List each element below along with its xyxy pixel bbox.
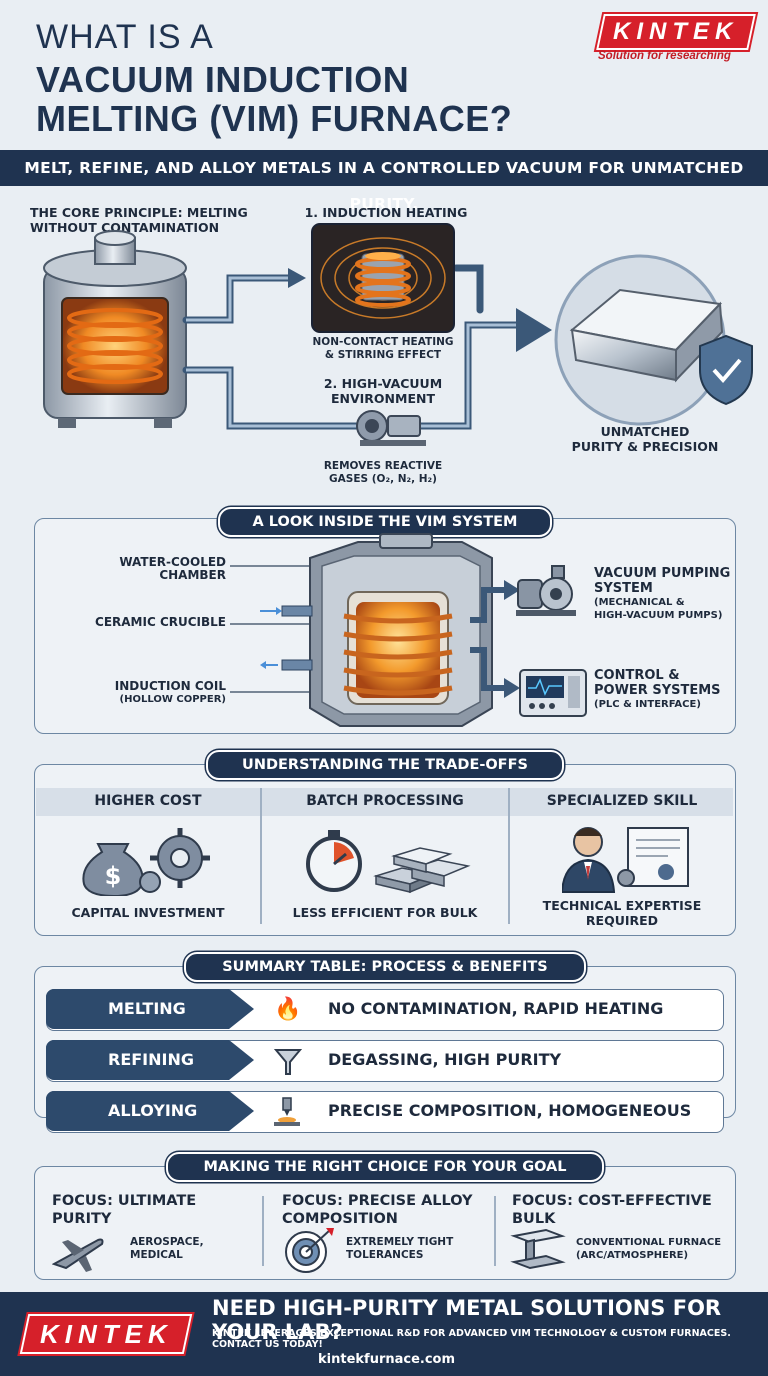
funnel-icon (274, 1049, 302, 1075)
choice-head-purity: FOCUS: ULTIMATE PURITY (52, 1193, 197, 1227)
divider (494, 1196, 496, 1266)
divider (262, 1196, 264, 1266)
benefit-alloying: PRECISE COMPOSITION, HOMOGENEOUS (328, 1101, 692, 1120)
result-label: UNMATCHED PURITY & PRECISION (571, 424, 719, 454)
water-chamber-label: WATER-COOLED CHAMBER (119, 555, 226, 582)
vacuum-pump-icon (356, 410, 426, 446)
choice-sub-alloy: EXTREMELY TIGHT TOLERANCES (346, 1236, 454, 1261)
flame-icon: 🔥 (274, 996, 302, 1021)
benefit-melting: NO CONTAMINATION, RAPID HEATING (328, 999, 664, 1018)
beaker-icon (274, 1097, 300, 1126)
principle-title: THE CORE PRINCIPLE: MELTING WITHOUT CONT… (30, 205, 248, 235)
process-melting: MELTING (46, 989, 254, 1029)
vacuum-pumping-icon (516, 565, 576, 616)
step1-desc: NON-CONTACT HEATING & STIRRING EFFECT (312, 336, 454, 361)
divider (508, 788, 510, 924)
process-refining: REFINING (46, 1040, 254, 1080)
choice-head-bulk: FOCUS: COST-EFFECTIVE BULK (512, 1193, 712, 1227)
kintek-logo[interactable]: KINTEK (596, 14, 756, 50)
stopwatch-ingots-icon (306, 830, 471, 894)
tradeoff-head-batch: BATCH PROCESSING (306, 793, 464, 809)
tradeoff-foot-batch: LESS EFFICIENT FOR BULK (292, 905, 478, 920)
steel-beam-icon (510, 1228, 566, 1270)
tradeoff-foot-cost: CAPITAL INVESTMENT (71, 905, 225, 920)
tradeoff-head-cost: HIGHER COST (94, 793, 202, 809)
control-panel-icon (519, 669, 587, 717)
vim-cutaway-diagram (230, 533, 493, 727)
airplane-icon (52, 1238, 104, 1272)
step2-desc: REMOVES REACTIVE GASES (O₂, N₂, H₂) (323, 460, 443, 485)
money-gear-icon: $ (82, 828, 210, 896)
principle-diagram (43, 223, 753, 446)
footer-url-link[interactable]: kintekfurnace.com (318, 1352, 456, 1367)
choice-section-title: MAKING THE RIGHT CHOICE FOR YOUR GOAL (166, 1152, 604, 1182)
divider (260, 788, 262, 924)
tradeoffs-section-title: UNDERSTANDING THE TRADE-OFFS (206, 750, 564, 780)
tradeoffs-header-row (36, 788, 733, 816)
inside-arrows (470, 580, 520, 698)
pump-label: VACUUM PUMPING SYSTEM (MECHANICAL & HIGH… (594, 566, 731, 621)
title-line-1: WHAT IS A (36, 18, 214, 56)
footer-subtext: KINTEK LEVERAGES EXCEPTIONAL R&D FOR ADV… (212, 1328, 731, 1350)
svg-text:$: $ (105, 862, 122, 890)
step1-title: 1. INDUCTION HEATING (304, 205, 468, 220)
choice-panel (34, 1166, 736, 1280)
control-label: CONTROL & POWER SYSTEMS (PLC & INTERFACE… (594, 668, 721, 710)
expert-certificate-icon (562, 827, 689, 893)
process-alloying: ALLOYING (46, 1091, 254, 1131)
metal-ingot-icon (554, 254, 726, 426)
footer-headline: NEED HIGH-PURITY METAL SOLUTIONS FOR YOU… (212, 1296, 722, 1344)
induction-coil-icon (311, 223, 455, 333)
summary-section-title: SUMMARY TABLE: PROCESS & BENEFITS (184, 952, 586, 982)
tradeoff-head-skill: SPECIALIZED SKILL (546, 793, 698, 809)
subtitle-banner: MELT, REFINE, AND ALLOY METALS IN A CONT… (0, 150, 768, 213)
shield-check-icon (699, 334, 753, 406)
step2-title: 2. HIGH-VACUUM ENVIRONMENT (323, 376, 443, 406)
target-icon (285, 1228, 334, 1273)
benefit-refining: DEGASSING, HIGH PURITY (328, 1050, 562, 1069)
furnace-vessel-icon (43, 230, 187, 428)
page-title: VACUUM INDUCTION MELTING (VIM) FURNACE? (36, 59, 513, 139)
choice-head-alloy: FOCUS: PRECISE ALLOY COMPOSITION (282, 1193, 473, 1227)
crucible-label: CERAMIC CRUCIBLE (95, 615, 226, 629)
choice-sub-bulk: CONVENTIONAL FURNACE (ARC/ATMOSPHERE) (576, 1237, 722, 1261)
tagline: Solution for researching (598, 50, 731, 62)
choice-sub-purity: AEROSPACE, MEDICAL (130, 1236, 204, 1261)
tradeoff-foot-skill: TECHNICAL EXPERTISE REQUIRED (542, 898, 702, 928)
coil-label: INDUCTION COIL (HOLLOW COPPER) (114, 679, 226, 706)
footer-kintek-logo[interactable]: KINTEK (19, 1314, 193, 1354)
